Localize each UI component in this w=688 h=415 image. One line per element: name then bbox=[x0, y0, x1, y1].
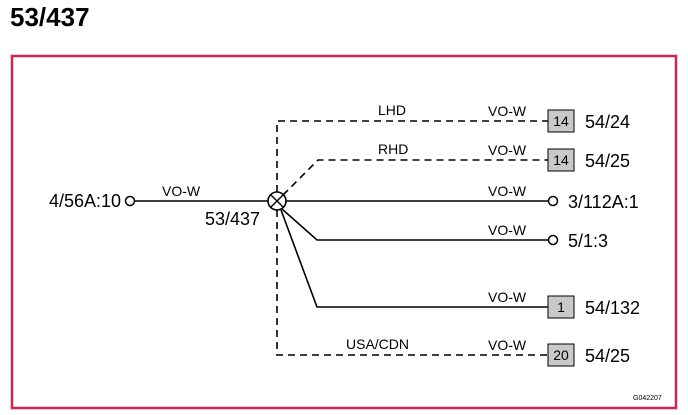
destination-label: 54/25 bbox=[585, 151, 630, 171]
branch-wire bbox=[281, 208, 548, 241]
connector-box bbox=[547, 343, 575, 367]
destination-label: 54/24 bbox=[585, 112, 630, 132]
connector-box bbox=[547, 109, 575, 133]
input-wire-color: VO-W bbox=[162, 183, 201, 199]
connector-box bbox=[547, 148, 575, 172]
connector-number: 14 bbox=[553, 152, 569, 168]
wire-color-label: VO-W bbox=[488, 142, 527, 158]
wire-color-label: VO-W bbox=[488, 183, 527, 199]
variant-label: USA/CDN bbox=[346, 336, 409, 352]
destination-label: 54/132 bbox=[585, 298, 640, 318]
destination-label: 3/112A:1 bbox=[568, 192, 639, 212]
connector-number: 20 bbox=[553, 347, 569, 363]
wire-color-label: VO-W bbox=[488, 337, 527, 353]
destination-label: 54/25 bbox=[585, 346, 630, 366]
wire-color-label: VO-W bbox=[488, 289, 527, 305]
branch-wire bbox=[282, 159, 548, 196]
diagram-frame bbox=[10, 54, 678, 410]
input-terminal-label: 4/56A:10 bbox=[49, 191, 121, 211]
wire-color-label: VO-W bbox=[488, 103, 527, 119]
splice-label: 53/437 bbox=[205, 209, 260, 229]
terminal-circle bbox=[547, 195, 559, 207]
connector-number: 14 bbox=[553, 113, 569, 129]
variant-label: LHD bbox=[378, 102, 406, 118]
connector-number: 1 bbox=[557, 299, 565, 315]
branch-wire bbox=[276, 210, 548, 356]
page-title: 53/437 bbox=[10, 2, 90, 32]
splice-icon bbox=[267, 191, 287, 211]
reference-code: G042207 bbox=[633, 395, 662, 402]
branch-wire bbox=[280, 209, 548, 308]
destination-label: 5/1:3 bbox=[568, 231, 608, 251]
terminal-circle bbox=[547, 234, 559, 246]
variant-label: RHD bbox=[378, 141, 408, 157]
connector-box bbox=[547, 295, 575, 319]
wire-color-label: VO-W bbox=[488, 222, 527, 238]
input-terminal bbox=[124, 195, 136, 207]
